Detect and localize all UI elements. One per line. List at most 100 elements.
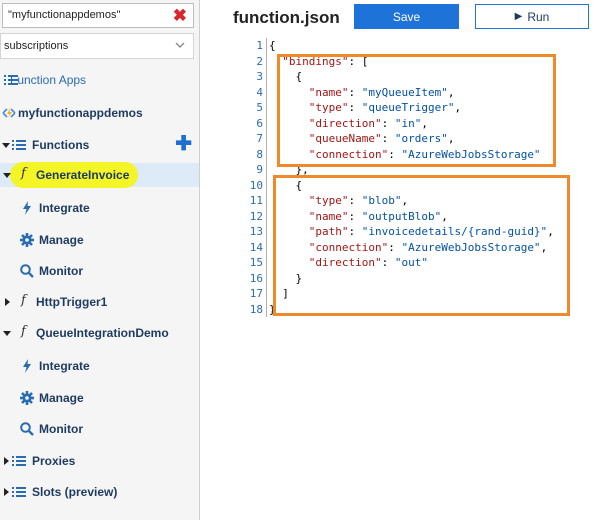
sidebar-item-label: Integrate — [39, 359, 90, 373]
code-line: { — [269, 70, 303, 83]
sidebar-item-function-apps[interactable]: Function Apps — [0, 68, 199, 92]
function-icon: f — [21, 324, 26, 339]
save-button[interactable]: Save — [354, 4, 459, 29]
code-line: "type": "blob", — [308, 194, 409, 207]
code-line: "connection": "AzureWebJobsStorage", — [308, 240, 548, 254]
close-icon[interactable]: ✖ — [172, 6, 187, 25]
list-icon — [12, 456, 26, 466]
sidebar-item-generateinvoice-content: f GenerateInvoice — [0, 163, 199, 187]
line-number: 16 — [249, 271, 263, 285]
function-icon: f — [21, 293, 26, 308]
sidebar-item-label: myfunctionappdemos — [18, 106, 143, 120]
sidebar-item-label: Integrate — [39, 201, 90, 215]
code-content[interactable]: { "bindings": [ { "name": "myQueueItem",… — [266, 38, 554, 317]
subscription-select-value: subscriptions — [4, 40, 69, 52]
line-number: 9 — [256, 163, 263, 176]
sidebar-item-manage[interactable]: Manage — [0, 386, 199, 410]
code-line: } — [269, 302, 276, 316]
page-title: function.json — [233, 8, 340, 27]
code-line: "path": "invoicedetails/{rand-guid}", — [308, 225, 554, 238]
lightning-icon — [23, 359, 31, 373]
code-line: "name": "outputBlob", — [308, 209, 448, 223]
highlight-marker — [10, 162, 138, 188]
sidebar: "myfunctionappdemos" ✖ subscriptions Fun… — [0, 0, 200, 520]
list-icon — [12, 140, 26, 150]
sidebar-item-label: Monitor — [39, 264, 83, 278]
code-line: "direction": "out" — [308, 256, 428, 269]
gear-icon — [20, 391, 34, 405]
sidebar-item-httptrigger1[interactable]: f HttpTrigger1 — [0, 290, 199, 314]
lightning-icon — [23, 201, 31, 215]
chevron-down-icon — [2, 143, 10, 148]
line-number: 5 — [256, 101, 263, 114]
chevron-down-icon — [3, 173, 11, 178]
line-number: 8 — [256, 147, 263, 161]
line-number: 18 — [249, 302, 263, 316]
annotation-box-blob-binding — [273, 175, 570, 316]
sidebar-item-manage[interactable]: Manage — [0, 228, 199, 252]
code-line: { — [269, 39, 276, 52]
list-icon — [12, 487, 26, 497]
magnifier-icon — [20, 264, 34, 278]
code-line: { — [269, 178, 303, 192]
sidebar-item-slots[interactable]: Slots (preview) — [0, 480, 199, 504]
chevron-right-icon — [5, 298, 10, 306]
code-line: "bindings": [ — [282, 54, 369, 68]
annotation-box-queue-binding — [277, 54, 556, 167]
gear-icon — [20, 233, 34, 247]
search-input-value: "myfunctionappdemos" — [8, 9, 121, 21]
line-number: 10 — [249, 178, 263, 192]
sidebar-item-label: Proxies — [32, 454, 76, 468]
line-number: 2 — [256, 54, 263, 68]
line-number: 12 — [249, 209, 263, 223]
sidebar-item-myfunctionappdemos[interactable]: myfunctionappdemos — [0, 101, 199, 125]
play-icon: ▶ — [514, 11, 523, 22]
line-number: 11 — [249, 194, 263, 207]
code-line: } — [269, 271, 303, 285]
sidebar-item-label: GenerateInvoice — [36, 168, 130, 182]
run-button[interactable]: ▶ Run — [475, 4, 589, 29]
sidebar-item-label: Manage — [39, 391, 84, 405]
line-number: 6 — [256, 116, 263, 130]
line-number: 4 — [256, 85, 263, 99]
chevron-down-icon — [3, 331, 11, 336]
sidebar-item-integrate[interactable]: Integrate — [0, 354, 199, 378]
code-line: "type": "queueTrigger", — [308, 101, 462, 114]
subscription-select[interactable]: subscriptions — [0, 33, 194, 59]
code-line: "connection": "AzureWebJobsStorage" — [308, 147, 541, 161]
chevron-down-icon — [175, 42, 185, 48]
line-number: 17 — [249, 287, 263, 300]
code-line: ] — [269, 287, 289, 300]
sidebar-item-label: Monitor — [39, 422, 83, 436]
sidebar-item-label: HttpTrigger1 — [36, 295, 108, 309]
sidebar-item-label: Function Apps — [10, 73, 87, 87]
sidebar-item-functions[interactable]: Functions ✚ — [0, 133, 199, 157]
code-line: "queueName": "orders", — [308, 132, 455, 145]
line-number: 14 — [249, 240, 263, 254]
line-number: 15 — [249, 256, 263, 269]
search-input[interactable]: "myfunctionappdemos" ✖ — [2, 3, 194, 28]
line-number: 1 — [256, 39, 263, 52]
sidebar-item-proxies[interactable]: Proxies — [0, 449, 199, 473]
line-number: 13 — [249, 225, 263, 238]
line-number: 7 — [256, 132, 263, 145]
run-button-label: Run — [527, 9, 550, 24]
sidebar-item-label: QueueIntegrationDemo — [36, 326, 169, 340]
sidebar-item-queueintegrationdemo[interactable]: f QueueIntegrationDemo — [0, 321, 199, 345]
sidebar-item-label: Manage — [39, 233, 84, 247]
chevron-right-icon — [4, 457, 9, 465]
magnifier-icon — [20, 422, 34, 436]
sidebar-item-monitor[interactable]: Monitor — [0, 259, 199, 283]
sidebar-item-label: Functions — [32, 138, 90, 152]
code-line: "name": "myQueueItem", — [308, 85, 455, 99]
code-line: "direction": "in", — [308, 116, 428, 130]
function-icon: f — [21, 166, 26, 181]
function-apps-icon — [4, 75, 18, 85]
sidebar-item-integrate[interactable]: Integrate — [0, 196, 199, 220]
chevron-right-icon — [4, 488, 9, 496]
sidebar-item-monitor[interactable]: Monitor — [0, 417, 199, 441]
add-function-button[interactable]: ✚ — [175, 133, 192, 155]
